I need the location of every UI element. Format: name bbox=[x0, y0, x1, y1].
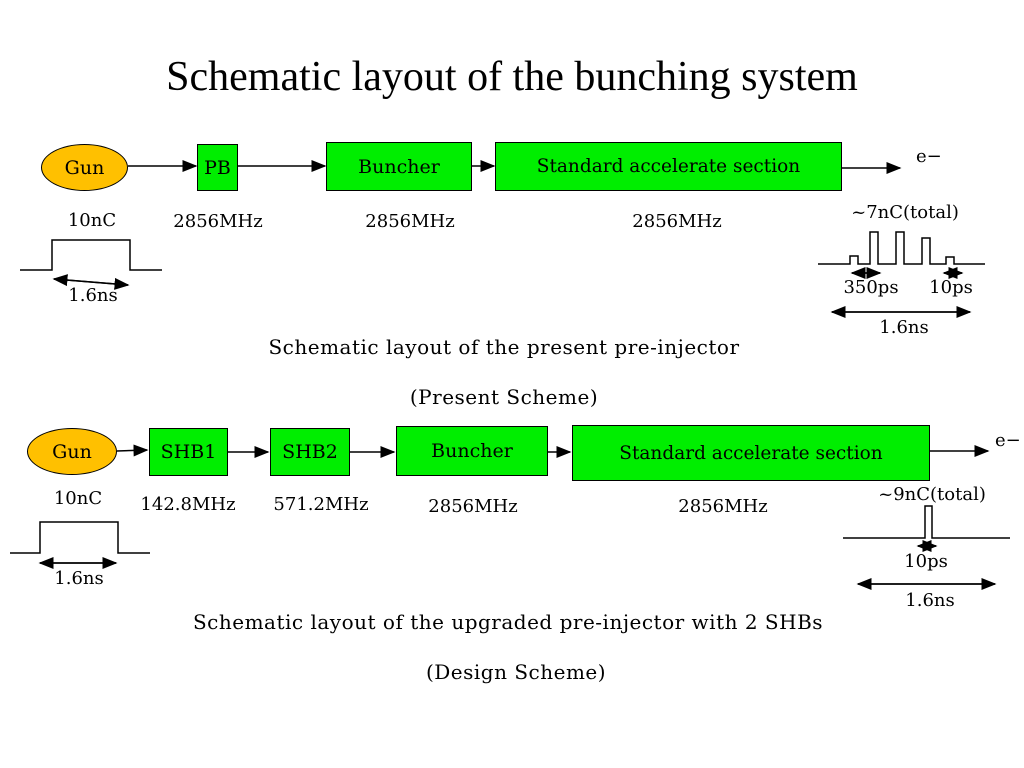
charge-in-present: 10nC bbox=[67, 210, 117, 231]
charge-out-design: ~9nC(total) bbox=[878, 484, 986, 505]
caption-design: Schematic layout of the upgraded pre-inj… bbox=[192, 610, 824, 634]
output-electron-design: e− bbox=[995, 430, 1021, 451]
gun-design: Gun bbox=[27, 428, 117, 475]
accel-section-present: Standard accelerate section bbox=[495, 142, 842, 191]
buncher-label: Buncher bbox=[358, 155, 440, 178]
freq-pb: 2856MHz bbox=[173, 211, 263, 232]
bunch-spacing: 350ps bbox=[843, 277, 899, 298]
bunch-width-design: 10ps bbox=[904, 551, 948, 572]
arrow-gun-shb1 bbox=[116, 444, 149, 457]
gun-label: Gun bbox=[52, 440, 92, 463]
gun-label: Gun bbox=[64, 156, 105, 179]
output-bunch-design bbox=[843, 505, 1010, 539]
freq-shb1: 142.8MHz bbox=[140, 494, 236, 515]
charge-out-present: ~7nC(total) bbox=[851, 202, 959, 223]
pb-block: PB bbox=[197, 144, 238, 191]
input-pulse-present bbox=[20, 239, 162, 271]
accel-label: Standard accelerate section bbox=[619, 442, 883, 464]
output-pulse-train-present bbox=[818, 231, 985, 265]
input-pulse-design bbox=[10, 521, 150, 554]
pb-label: PB bbox=[204, 156, 231, 179]
freq-buncher-design: 2856MHz bbox=[428, 496, 518, 517]
pulse-in-design: 1.6ns bbox=[54, 568, 104, 589]
page-title: Schematic layout of the bunching system bbox=[166, 54, 858, 100]
freq-buncher-present: 2856MHz bbox=[365, 211, 455, 232]
shb1-label: SHB1 bbox=[160, 441, 217, 463]
freq-accel-present: 2856MHz bbox=[632, 211, 722, 232]
shb1-block: SHB1 bbox=[149, 428, 228, 476]
buncher-label: Buncher bbox=[431, 440, 513, 462]
accel-label: Standard accelerate section bbox=[536, 156, 801, 177]
subcaption-design: (Design Scheme) bbox=[425, 660, 607, 684]
bunch-width-present: 10ps bbox=[929, 277, 973, 298]
accel-section-design: Standard accelerate section bbox=[572, 425, 930, 481]
freq-shb2: 571.2MHz bbox=[273, 494, 369, 515]
gun-present: Gun bbox=[41, 144, 128, 191]
pulse-out-present: 1.6ns bbox=[879, 317, 929, 338]
buncher-block-present: Buncher bbox=[326, 142, 472, 191]
shb2-label: SHB2 bbox=[282, 441, 338, 463]
subcaption-present: (Present Scheme) bbox=[409, 385, 599, 409]
pulse-in-present: 1.6ns bbox=[68, 285, 118, 306]
buncher-block-design: Buncher bbox=[396, 426, 548, 476]
output-electron-present: e− bbox=[916, 146, 942, 167]
pulse-out-design: 1.6ns bbox=[905, 590, 955, 611]
freq-accel-design: 2856MHz bbox=[678, 496, 768, 517]
shb2-block: SHB2 bbox=[270, 428, 350, 476]
charge-in-design: 10nC bbox=[53, 488, 103, 509]
caption-present: Schematic layout of the present pre-inje… bbox=[268, 335, 740, 359]
